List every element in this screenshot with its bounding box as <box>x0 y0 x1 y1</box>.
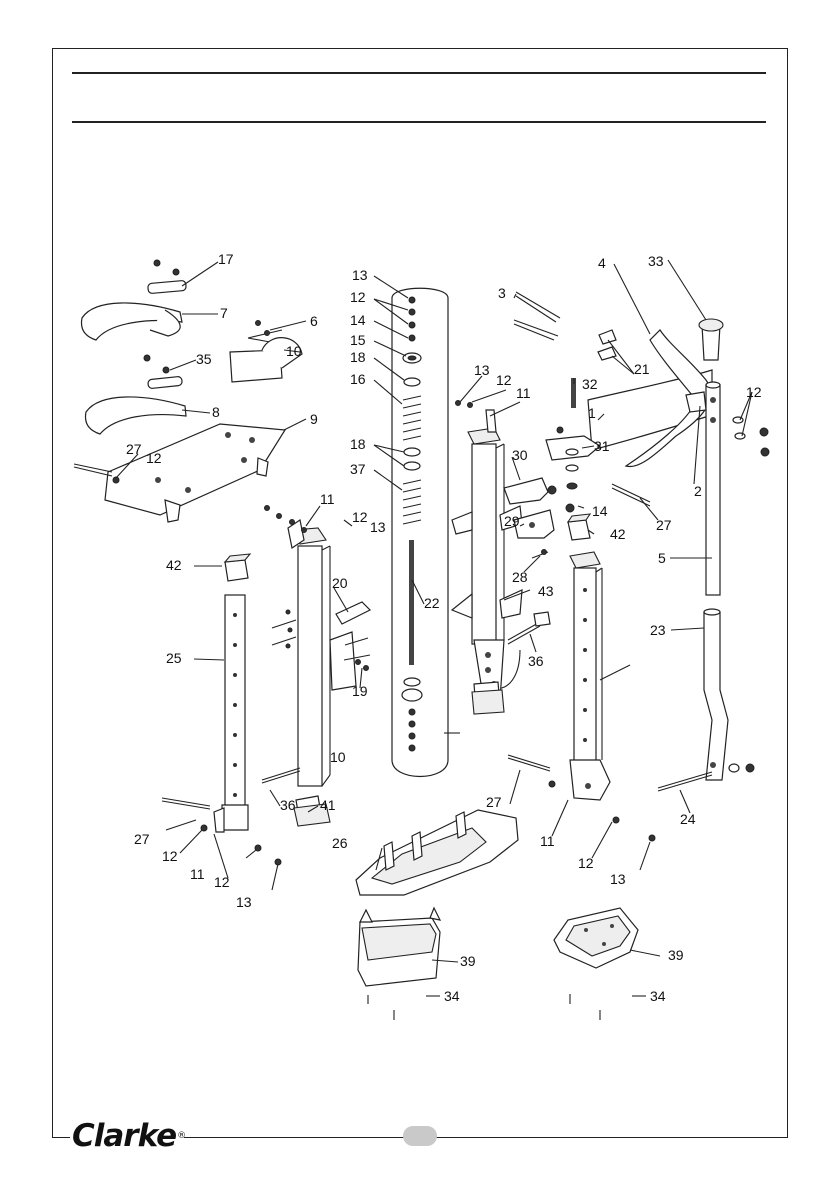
callout-6: 6 <box>310 313 318 329</box>
callout-39: 39 <box>668 947 684 963</box>
callout-13: 13 <box>352 267 368 283</box>
callout-13: 13 <box>474 362 490 378</box>
callout-14: 14 <box>350 312 366 328</box>
callout-13: 13 <box>236 894 252 910</box>
callout-27: 27 <box>126 441 142 457</box>
callout-5: 5 <box>658 550 666 566</box>
callout-2: 2 <box>694 483 702 499</box>
callout-15: 15 <box>350 332 366 348</box>
callout-22: 22 <box>424 595 440 611</box>
callout-17: 17 <box>218 251 234 267</box>
callout-29: 29 <box>504 513 520 529</box>
callout-18: 18 <box>350 436 366 452</box>
callout-39: 39 <box>460 953 476 969</box>
callout-11: 11 <box>320 491 335 507</box>
callout-26: 26 <box>332 835 348 851</box>
callout-43: 43 <box>538 583 554 599</box>
callout-27: 27 <box>134 831 150 847</box>
callout-25: 25 <box>166 650 182 666</box>
callout-3: 3 <box>498 285 506 301</box>
callout-14: 14 <box>592 503 608 519</box>
callout-12: 12 <box>578 855 594 871</box>
callout-21: 21 <box>634 361 650 377</box>
callout-18: 18 <box>350 349 366 365</box>
callout-41: 41 <box>320 797 336 813</box>
callout-31: 31 <box>594 438 610 454</box>
callout-13: 13 <box>370 519 386 535</box>
callout-8: 8 <box>212 404 220 420</box>
callout-23: 23 <box>650 622 666 638</box>
spring-column <box>392 288 448 776</box>
callout-11: 11 <box>540 833 555 849</box>
callout-42: 42 <box>166 557 182 573</box>
callout-27: 27 <box>656 517 672 533</box>
callout-9: 9 <box>310 411 318 427</box>
callout-27: 27 <box>486 794 502 810</box>
callout-1: 1 <box>588 405 596 421</box>
callout-35: 35 <box>196 351 212 367</box>
callout-33: 33 <box>648 253 664 269</box>
callout-37: 37 <box>350 461 366 477</box>
right-leg-assembly <box>508 552 655 841</box>
callout-10: 10 <box>286 343 302 359</box>
callout-30: 30 <box>512 447 528 463</box>
callout-12: 12 <box>352 509 368 525</box>
callout-24: 24 <box>680 811 696 827</box>
callout-12: 12 <box>496 372 512 388</box>
callout-19: 19 <box>352 683 368 699</box>
callout-11: 11 <box>190 866 205 882</box>
callout-11: 11 <box>516 385 531 401</box>
callout-34: 34 <box>444 988 460 1004</box>
callout-4: 4 <box>598 255 606 271</box>
callout-13: 13 <box>610 871 626 887</box>
frame-assembly <box>452 292 560 714</box>
callout-32: 32 <box>582 376 598 392</box>
callout-12: 12 <box>350 289 366 305</box>
callout-42: 42 <box>610 526 626 542</box>
callout-12: 12 <box>162 848 178 864</box>
callout-12: 12 <box>146 450 162 466</box>
strap-assembly <box>74 260 302 522</box>
callout-7: 7 <box>220 305 228 321</box>
callout-12: 12 <box>746 384 762 400</box>
callout-20: 20 <box>332 575 348 591</box>
callout-36: 36 <box>280 797 296 813</box>
callout-10: 10 <box>330 749 346 765</box>
callout-34: 34 <box>650 988 666 1004</box>
callout-16: 16 <box>350 371 366 387</box>
callout-36: 36 <box>528 653 544 669</box>
foot-plate-assembly <box>356 810 646 1020</box>
callout-28: 28 <box>512 569 528 585</box>
callout-12: 12 <box>214 874 230 890</box>
left-leg-assembly <box>162 506 370 866</box>
